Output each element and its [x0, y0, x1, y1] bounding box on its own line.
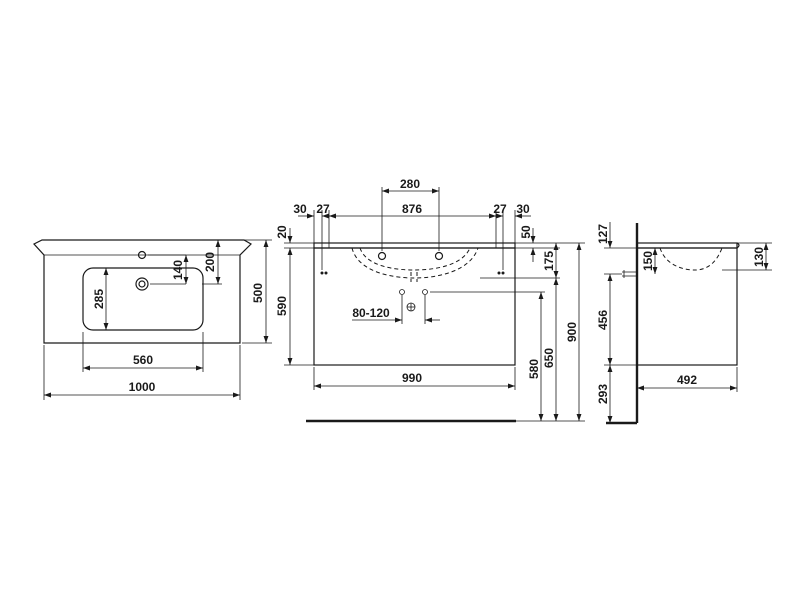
dim-depth-label: 500 [251, 283, 265, 303]
dim-floor-clearance-label: 293 [596, 384, 610, 404]
dim-bracket-offset-label: 150 [641, 251, 655, 271]
dim-bowl-width-label: 560 [133, 353, 153, 367]
side-top [636, 242, 738, 249]
dim-margin-left-outer-label: 30 [293, 202, 307, 216]
dim-top-offset-label: 127 [596, 224, 610, 244]
drain-outer [135, 277, 149, 291]
washbasin-top [313, 242, 516, 249]
dim-total-height-label: 900 [565, 322, 579, 342]
waste-marker-2 [422, 289, 428, 295]
dim-inner-width-label: 876 [402, 202, 422, 216]
side-cabinet [636, 247, 738, 366]
dim-bowl-depth-label: 285 [92, 289, 106, 309]
drain-inner [138, 280, 146, 288]
dim-cabinet-width-label: 990 [402, 371, 422, 385]
dim-bottom-height-label: 650 [542, 348, 556, 368]
dim-depth-label: 492 [677, 373, 697, 387]
front-view: 280 876 30 27 27 30 20 590 80-120 [275, 177, 585, 423]
dim-bowl-depth-label: 175 [542, 251, 556, 271]
bowl-hidden-line [351, 247, 479, 279]
dim-tap-offset-label: 140 [171, 260, 185, 280]
cabinet-body [313, 247, 516, 366]
plan-view: 1000 560 500 285 140 200 [33, 239, 272, 400]
tap-hole-left [377, 251, 387, 261]
dim-width-label: 1000 [129, 380, 156, 394]
side-bowl-hidden-line [659, 247, 723, 271]
dim-tap-depth-label: 200 [203, 252, 217, 272]
dim-cabinet-height-label: 590 [275, 296, 289, 316]
dim-waste-range-label: 80-120 [352, 306, 390, 320]
waste-marker-1 [399, 289, 405, 295]
dim-basin-depth-label: 130 [752, 247, 766, 267]
side-view: 127 150 456 293 492 130 [596, 222, 772, 425]
bowl-outline [82, 267, 204, 331]
washbasin-outline [33, 239, 252, 344]
dim-tap-spacing-label: 280 [400, 177, 420, 191]
dim-margin-right-inner-label: 27 [493, 202, 507, 216]
dim-bracket-height-label: 456 [596, 310, 610, 330]
wall-bracket [622, 270, 637, 278]
tap-hole [137, 250, 147, 260]
dim-rim-drop-label: 50 [519, 225, 533, 239]
dim-top-thickness-label: 20 [275, 225, 289, 239]
dim-margin-right-outer-label: 30 [516, 202, 530, 216]
dim-waste-height-label: 580 [527, 359, 541, 379]
tap-hole-right [434, 251, 444, 261]
dim-margin-left-inner-label: 27 [316, 202, 330, 216]
